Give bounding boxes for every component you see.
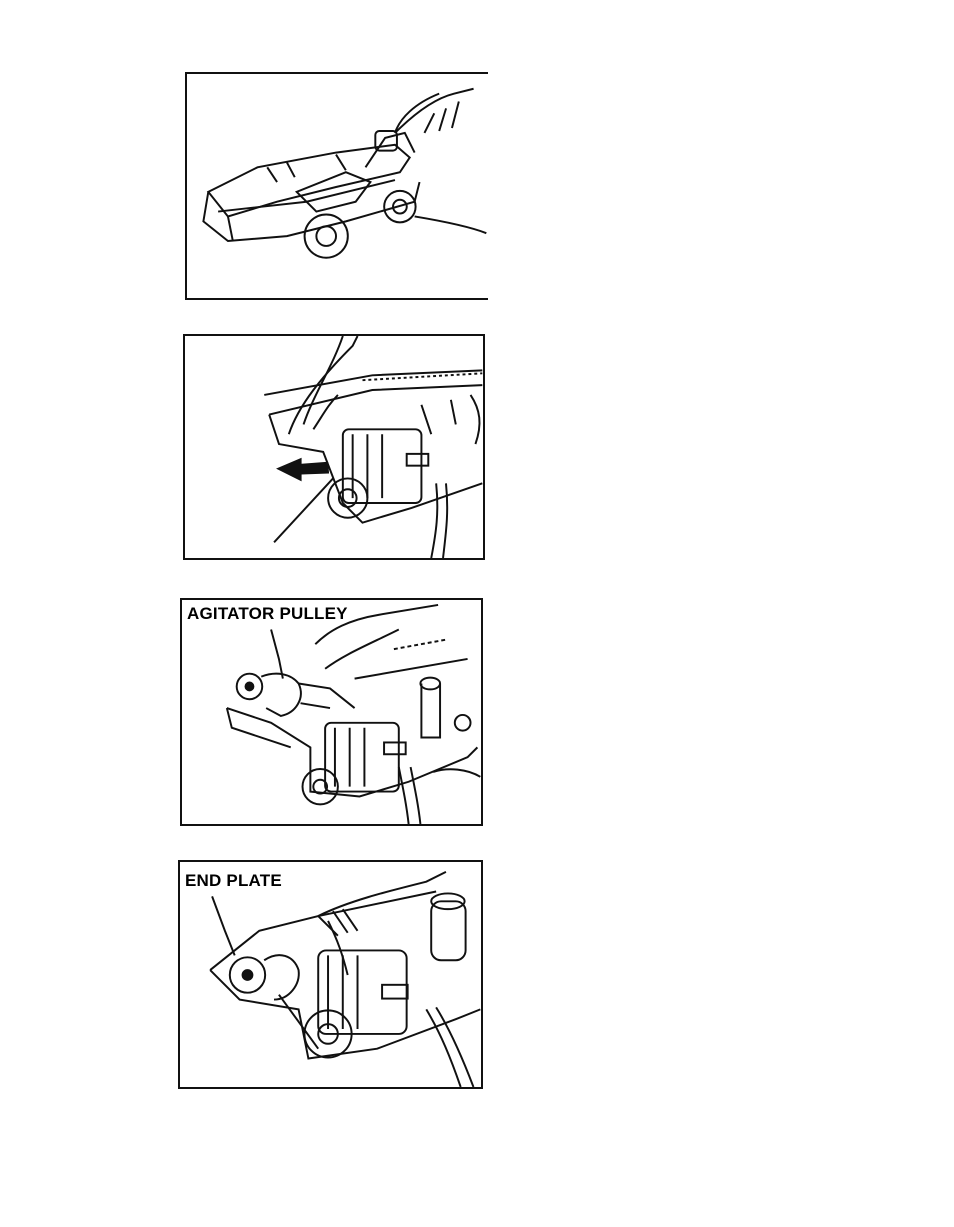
agitator-pulley-illustration-icon [182,600,481,824]
vacuum-cover-illustration-icon [187,74,488,298]
hand-removing-belt-illustration-icon [185,336,483,558]
agitator-pulley-label: AGITATOR PULLEY [187,605,348,622]
figure-3: AGITATOR PULLEY [180,598,483,826]
end-plate-illustration-icon [180,862,481,1087]
figure-2 [183,334,485,560]
figure-4: END PLATE [178,860,483,1089]
figure-1 [185,72,488,300]
end-plate-label: END PLATE [185,872,282,889]
